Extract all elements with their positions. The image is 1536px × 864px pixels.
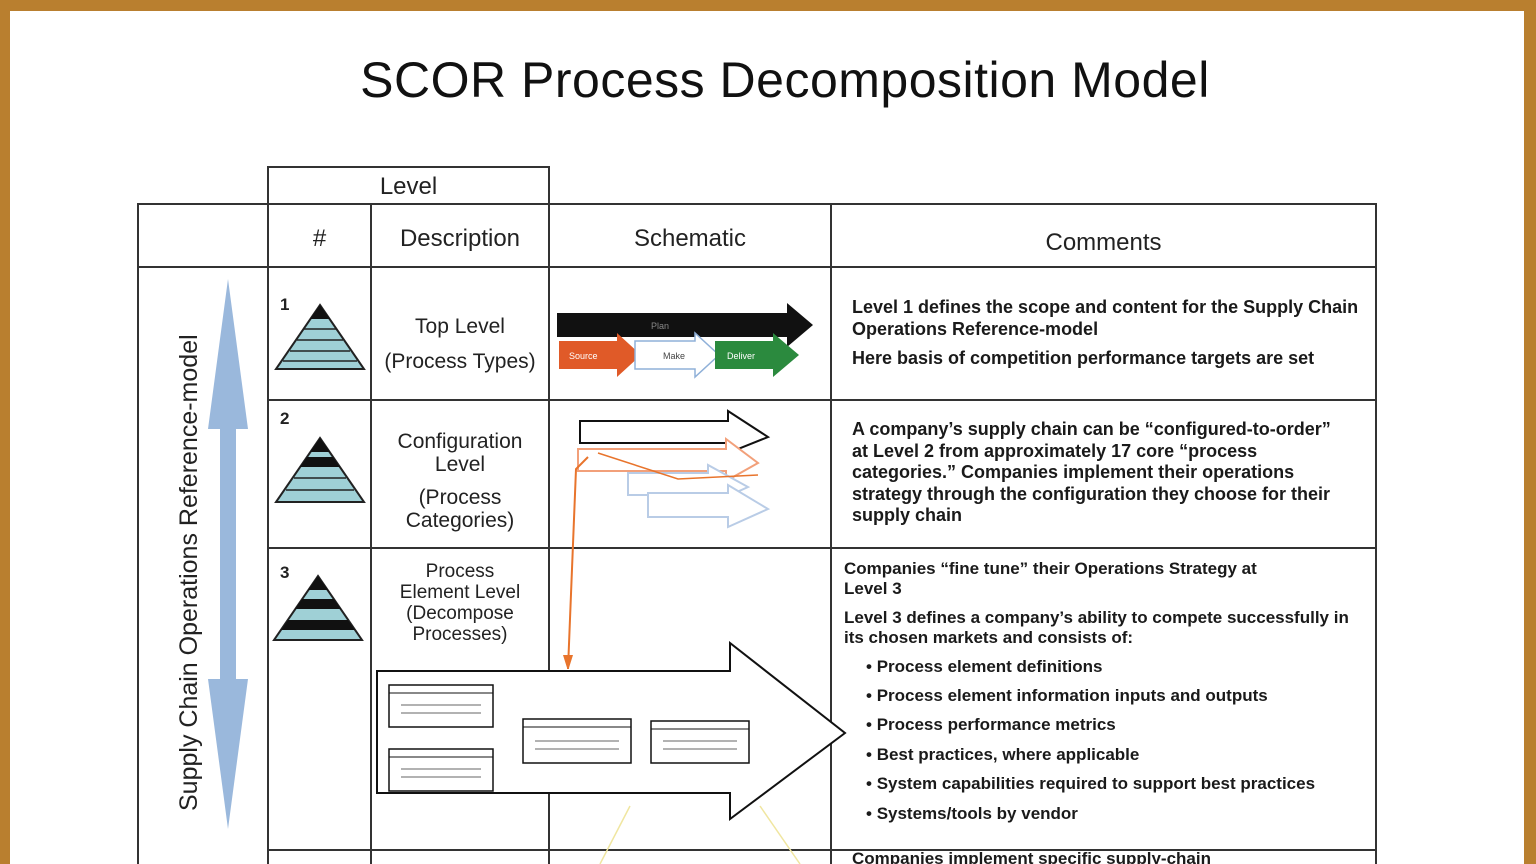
schematic-configuration-level bbox=[563, 409, 771, 669]
schematic-top-level: Plan Source Make Deliver bbox=[557, 303, 813, 379]
row-2-comments: A company’s supply chain can be “configu… bbox=[852, 419, 1332, 535]
row-1-description-line-1: Top Level bbox=[415, 315, 505, 338]
pyramid-level-1-icon bbox=[274, 303, 366, 370]
row-3-bullet-6: Systems/tools by vendor bbox=[866, 804, 1369, 824]
pyramid-level-2-icon bbox=[274, 436, 366, 503]
row-3-bullet-5: System capabilities required to support … bbox=[866, 774, 1369, 794]
schematic-source-label: Source bbox=[569, 351, 598, 361]
header-description: Description bbox=[399, 225, 521, 252]
row-2-description-line-4: Categories) bbox=[405, 509, 515, 533]
schematic-make-label: Make bbox=[663, 351, 685, 361]
row-3-comment-1: Companies “fine tune” their Operations S… bbox=[844, 559, 1257, 599]
row-1-description-line-2: (Process Types) bbox=[384, 350, 536, 374]
schematic-deliver-label: Deliver bbox=[727, 351, 755, 361]
header-bottom-border bbox=[137, 266, 1377, 268]
table-top-border bbox=[137, 203, 1377, 205]
table-right-border bbox=[1375, 203, 1377, 864]
row-2-description-line-2: Level bbox=[434, 453, 486, 477]
diagram-frame: SCOR Process Decomposition Model Level #… bbox=[10, 11, 1524, 864]
row-3-description-line-1: Process bbox=[425, 561, 495, 582]
row-number-3: 3 bbox=[280, 563, 290, 582]
row-1-comments: Level 1 defines the scope and content fo… bbox=[852, 297, 1372, 378]
row-3-bullet-1: Process element definitions bbox=[866, 657, 1369, 677]
header-comments: Comments bbox=[1045, 229, 1162, 256]
header-schematic: Schematic bbox=[633, 225, 747, 252]
schematic-plan-label: Plan bbox=[651, 321, 669, 331]
row-1-comment-1: Level 1 defines the scope and content fo… bbox=[852, 297, 1359, 339]
table-left-border bbox=[137, 203, 139, 864]
row-3-description: Process Element Level (Decompose Process… bbox=[372, 561, 548, 646]
row-2-description: Configuration Level (Process Categories) bbox=[372, 430, 548, 532]
level-box-right bbox=[548, 166, 550, 864]
row-number-1: 1 bbox=[280, 295, 290, 314]
row-3-description-line-3: (Decompose bbox=[406, 602, 514, 624]
row-divider-3 bbox=[267, 849, 1377, 851]
row-3-description-line-2: Element Level bbox=[399, 581, 521, 603]
level-box-top bbox=[267, 166, 550, 168]
row-3-comments: Companies “fine tune” their Operations S… bbox=[844, 559, 1369, 833]
row-2-description-line-3: (Process bbox=[418, 486, 502, 510]
row-2-description-line-1: Configuration bbox=[397, 430, 523, 453]
row-4-comments: Companies implement specific supply-chai… bbox=[852, 849, 1372, 864]
col-divider-number bbox=[370, 203, 372, 864]
faint-yellow-lines bbox=[599, 805, 801, 864]
row-divider-2 bbox=[267, 547, 1377, 549]
schematic-process-element-level bbox=[376, 641, 847, 821]
row-3-bullet-2: Process element information inputs and o… bbox=[866, 686, 1369, 706]
col-divider-comments bbox=[830, 203, 832, 864]
row-2-comment-1: A company’s supply chain can be “configu… bbox=[852, 419, 1331, 526]
row-number-2: 2 bbox=[280, 409, 290, 428]
row-divider-1 bbox=[267, 399, 1377, 401]
row-4-comment-1: Companies implement specific supply-chai… bbox=[852, 849, 1211, 864]
double-arrow-icon bbox=[208, 279, 248, 829]
row-3-bullet-list: Process element definitions Process elem… bbox=[866, 657, 1369, 824]
page-title: SCOR Process Decomposition Model bbox=[360, 52, 1210, 108]
row-3-bullet-4: Best practices, where applicable bbox=[866, 745, 1369, 765]
header-level: Level bbox=[379, 173, 438, 200]
row-1-comment-2: Here basis of competition performance ta… bbox=[852, 348, 1315, 369]
side-label: Supply Chain Operations Reference-model bbox=[175, 334, 203, 811]
row-1-description: Top Level (Process Types) bbox=[372, 315, 548, 373]
row-3-bullet-3: Process performance metrics bbox=[866, 715, 1369, 735]
row-3-description-line-4: Processes) bbox=[412, 623, 508, 645]
level-box-left bbox=[267, 166, 269, 864]
header-number: # bbox=[312, 225, 327, 252]
pyramid-level-3-icon bbox=[272, 574, 364, 641]
row-3-comment-2: Level 3 defines a company’s ability to c… bbox=[844, 607, 1349, 648]
